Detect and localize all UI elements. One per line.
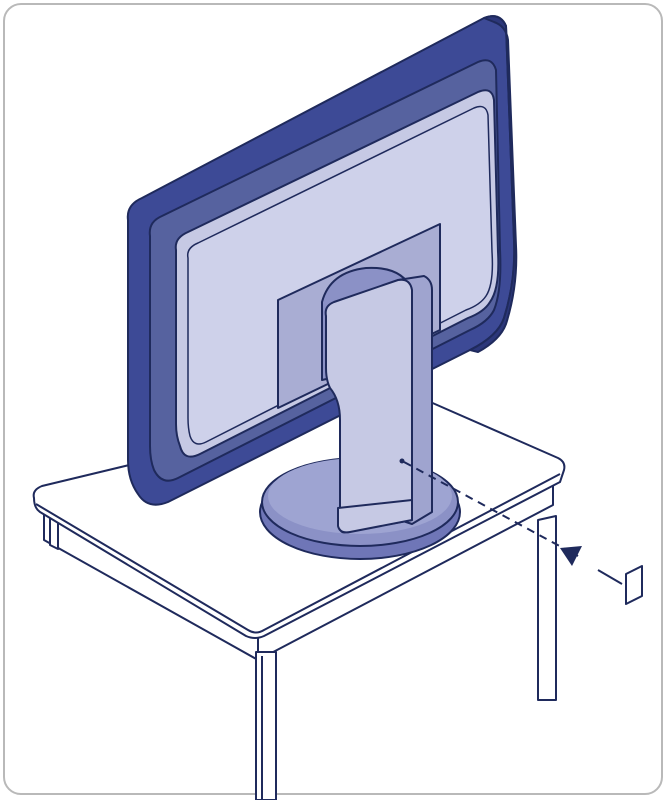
security-slot-icon — [626, 566, 642, 604]
table-leg-front — [256, 652, 276, 800]
table — [34, 397, 565, 800]
lock-insert-arrow-icon — [560, 546, 582, 566]
